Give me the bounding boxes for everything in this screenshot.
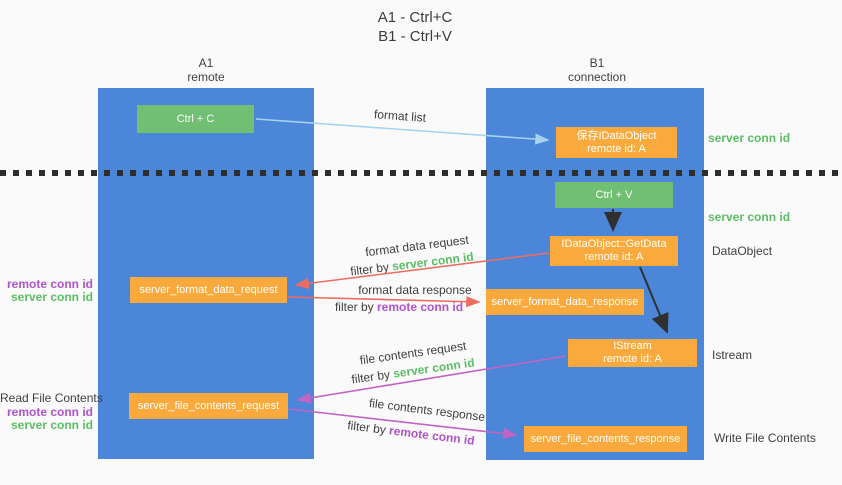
node-save-idataobject: 保存IDataObject remote id: A: [556, 127, 677, 158]
annotation-read-file-contents: Read File Contents: [0, 391, 103, 405]
node-ctrl-c: Ctrl + C: [137, 105, 254, 133]
node-server-format-data-response: server_format_data_response: [486, 289, 644, 315]
node-ctrl-c-label: Ctrl + C: [176, 112, 215, 125]
annotation-istream: Istream: [712, 348, 753, 362]
annotation-remote-conn-id-bottom: remote conn id: [6, 405, 93, 419]
node-server-format-data-request: server_format_data_request: [130, 277, 287, 303]
filter-by-text: filter by: [334, 300, 374, 314]
title-line-1: A1 - Ctrl+C: [377, 9, 453, 26]
annotation-remote-conn-id-top: remote conn id: [6, 277, 93, 291]
lane-b1-subtitle: connection: [567, 70, 627, 84]
node-getdata-line1: IDataObject::GetData: [561, 238, 667, 250]
remote-conn-id-text: remote conn id: [377, 300, 464, 314]
annotation-server-conn-id-left-top: server conn id: [10, 290, 93, 304]
node-server-file-contents-request: server_file_contents_request: [129, 393, 288, 419]
edge-label-format-data-response: format data response: [358, 283, 472, 297]
annotation-server-conn-id-top: server conn id: [708, 131, 791, 145]
node-save-idataobject-line1: 保存IDataObject: [576, 129, 657, 142]
node-format-response-label: server_format_data_response: [491, 295, 639, 308]
annotation-dataobject: DataObject: [712, 244, 773, 258]
node-ctrl-v-label: Ctrl + V: [595, 188, 633, 201]
node-idataobject-getdata: IDataObject::GetData remote id: A: [550, 236, 678, 266]
filter-by-text: filter by: [346, 418, 387, 437]
filter-by-text: filter by: [349, 259, 390, 279]
lane-header-b1: B1 connection: [537, 56, 657, 84]
annotation-server-conn-id-left-bottom: server conn id: [10, 418, 93, 432]
edge-label-format-list: format list: [373, 107, 427, 125]
node-file-response-label: server_file_contents_response: [530, 432, 681, 445]
filter-by-text: filter by: [350, 367, 391, 387]
lane-b1-name: B1: [589, 56, 605, 70]
node-save-idataobject-line2: remote id: A: [587, 142, 646, 155]
dotted-divider: [0, 170, 842, 176]
node-getdata-line2: remote id: A: [584, 251, 644, 263]
edge-label-filter-remote-1: filter by remote conn id: [335, 300, 463, 314]
node-istream: IStream remote id: A: [568, 339, 697, 367]
edge-label-file-contents-response: file contents response: [368, 395, 486, 425]
annotation-server-conn-id-mid: server conn id: [708, 210, 791, 224]
node-format-request-label: server_format_data_request: [139, 283, 278, 296]
node-file-request-label: server_file_contents_request: [137, 399, 280, 412]
lane-header-a1: A1 remote: [146, 56, 266, 84]
annotation-write-file-contents: Write File Contents: [714, 431, 816, 445]
node-server-file-contents-response: server_file_contents_response: [524, 426, 687, 452]
lane-a1-subtitle: remote: [187, 70, 225, 84]
lane-a1-name: A1: [198, 56, 214, 70]
edge-label-filter-remote-2: filter by remote conn id: [347, 418, 476, 448]
node-istream-line1: IStream: [613, 340, 652, 352]
node-istream-line2: remote id: A: [603, 353, 662, 365]
remote-conn-id-text: remote conn id: [388, 423, 476, 448]
title-line-2: B1 - Ctrl+V: [378, 28, 452, 45]
diagram-title: A1 - Ctrl+C B1 - Ctrl+V: [315, 8, 515, 46]
node-ctrl-v: Ctrl + V: [555, 182, 673, 208]
